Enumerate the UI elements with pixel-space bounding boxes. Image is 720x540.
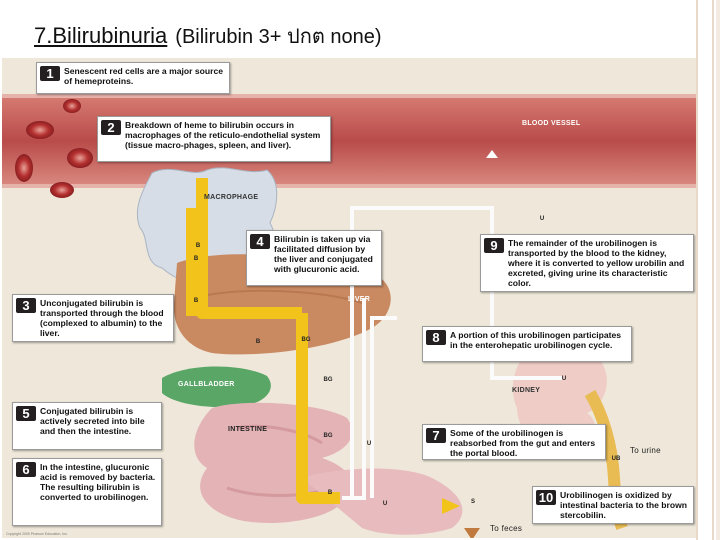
gallbladder <box>162 366 271 408</box>
label-intestine: INTESTINE <box>228 426 268 433</box>
tag-b: B <box>193 298 199 304</box>
step-2-text: Breakdown of heme to bilirubin occurs in… <box>125 120 321 150</box>
step-6-callout: 6 In the intestine, glucuronic acid is r… <box>12 458 162 526</box>
tag-u: U <box>561 376 567 382</box>
tag-b: B <box>193 256 199 262</box>
tag-bg: BG <box>323 433 333 439</box>
step-10-text: Urobilinogen is oxidized by intestinal b… <box>560 490 688 520</box>
step-6-text: In the intestine, glucuronic acid is rem… <box>40 462 156 502</box>
step-9-text: The remainder of the urobilinogen is tra… <box>508 238 685 288</box>
step-2-callout: 2 Breakdown of heme to bilirubin occurs … <box>97 116 331 162</box>
tag-s: S <box>470 499 475 505</box>
step-6-number: 6 <box>16 462 36 477</box>
tag-bg: BG <box>301 337 311 343</box>
step-8-text: A portion of this urobilinogen participa… <box>450 330 622 350</box>
step-7-text: Some of the urobilinogen is reabsorbed f… <box>450 428 596 458</box>
tag-ub: UB <box>611 456 621 462</box>
step-7-number: 7 <box>426 428 446 443</box>
urobilinogen-path <box>342 206 562 500</box>
tag-u: U <box>382 501 388 507</box>
step-1-text: Senescent red cells are a major source o… <box>64 66 224 86</box>
slide-title: 7.Bilirubinuria (Bilirubin 3+ ปกต none) <box>34 20 382 52</box>
tag-u: U <box>539 216 545 222</box>
title-main: 7.Bilirubinuria <box>34 23 168 48</box>
step-10-number: 10 <box>536 490 556 505</box>
step-5-text: Conjugated bilirubin is actively secrete… <box>40 406 145 436</box>
label-gallbladder: GALLBLADDER <box>178 381 235 388</box>
step-8-callout: 8 A portion of this urobilinogen partici… <box>422 326 632 362</box>
step-7-callout: 7 Some of the urobilinogen is reabsorbed… <box>422 424 606 460</box>
step-9-number: 9 <box>484 238 504 253</box>
step-10-callout: 10 Urobilinogen is oxidized by intestina… <box>532 486 694 524</box>
label-kidney: KIDNEY <box>512 387 541 394</box>
label-liver: LIVER <box>348 296 371 303</box>
tag-b: B <box>255 339 261 345</box>
label-to-urine: To urine <box>630 446 661 455</box>
title-subtitle: (Bilirubin 3+ ปกต none) <box>175 26 382 48</box>
bilirubin-path <box>186 178 340 504</box>
slide-border <box>696 0 714 540</box>
step-9-callout: 9 The remainder of the urobilinogen is t… <box>480 234 694 292</box>
bilirubin-metabolism-figure: BLOOD VESSEL MACROPHAGE LIVER GALLBLADDE… <box>2 58 696 538</box>
step-4-callout: 4 Bilirubin is taken up via facilitated … <box>246 230 382 286</box>
step-5-number: 5 <box>16 406 36 421</box>
step-1-number: 1 <box>40 66 60 81</box>
figure-copyright: Copyright 2009 Pearson Education, Inc. <box>6 532 68 536</box>
figure-artwork <box>2 94 696 538</box>
step-5-callout: 5 Conjugated bilirubin is actively secre… <box>12 402 162 450</box>
label-blood-vessel: BLOOD VESSEL <box>522 120 581 127</box>
tag-u: U <box>366 441 372 447</box>
step-4-number: 4 <box>250 234 270 249</box>
label-to-feces: To feces <box>490 524 523 533</box>
step-8-number: 8 <box>426 330 446 345</box>
stercobilin-arrow <box>464 528 480 538</box>
step-3-number: 3 <box>16 298 36 313</box>
step-3-callout: 3 Unconjugated bilirubin is transported … <box>12 294 174 342</box>
step-2-number: 2 <box>101 120 121 135</box>
step-3-text: Unconjugated bilirubin is transported th… <box>40 298 164 338</box>
tag-b: B <box>195 243 201 249</box>
tag-b: B <box>327 490 333 496</box>
step-1-callout: 1 Senescent red cells are a major source… <box>36 62 230 94</box>
intestine <box>194 402 463 535</box>
step-4-text: Bilirubin is taken up via facilitated di… <box>274 234 373 274</box>
slide-border-inner <box>716 0 720 540</box>
tag-bg: BG <box>323 377 333 383</box>
label-macrophage: MACROPHAGE <box>204 194 259 201</box>
